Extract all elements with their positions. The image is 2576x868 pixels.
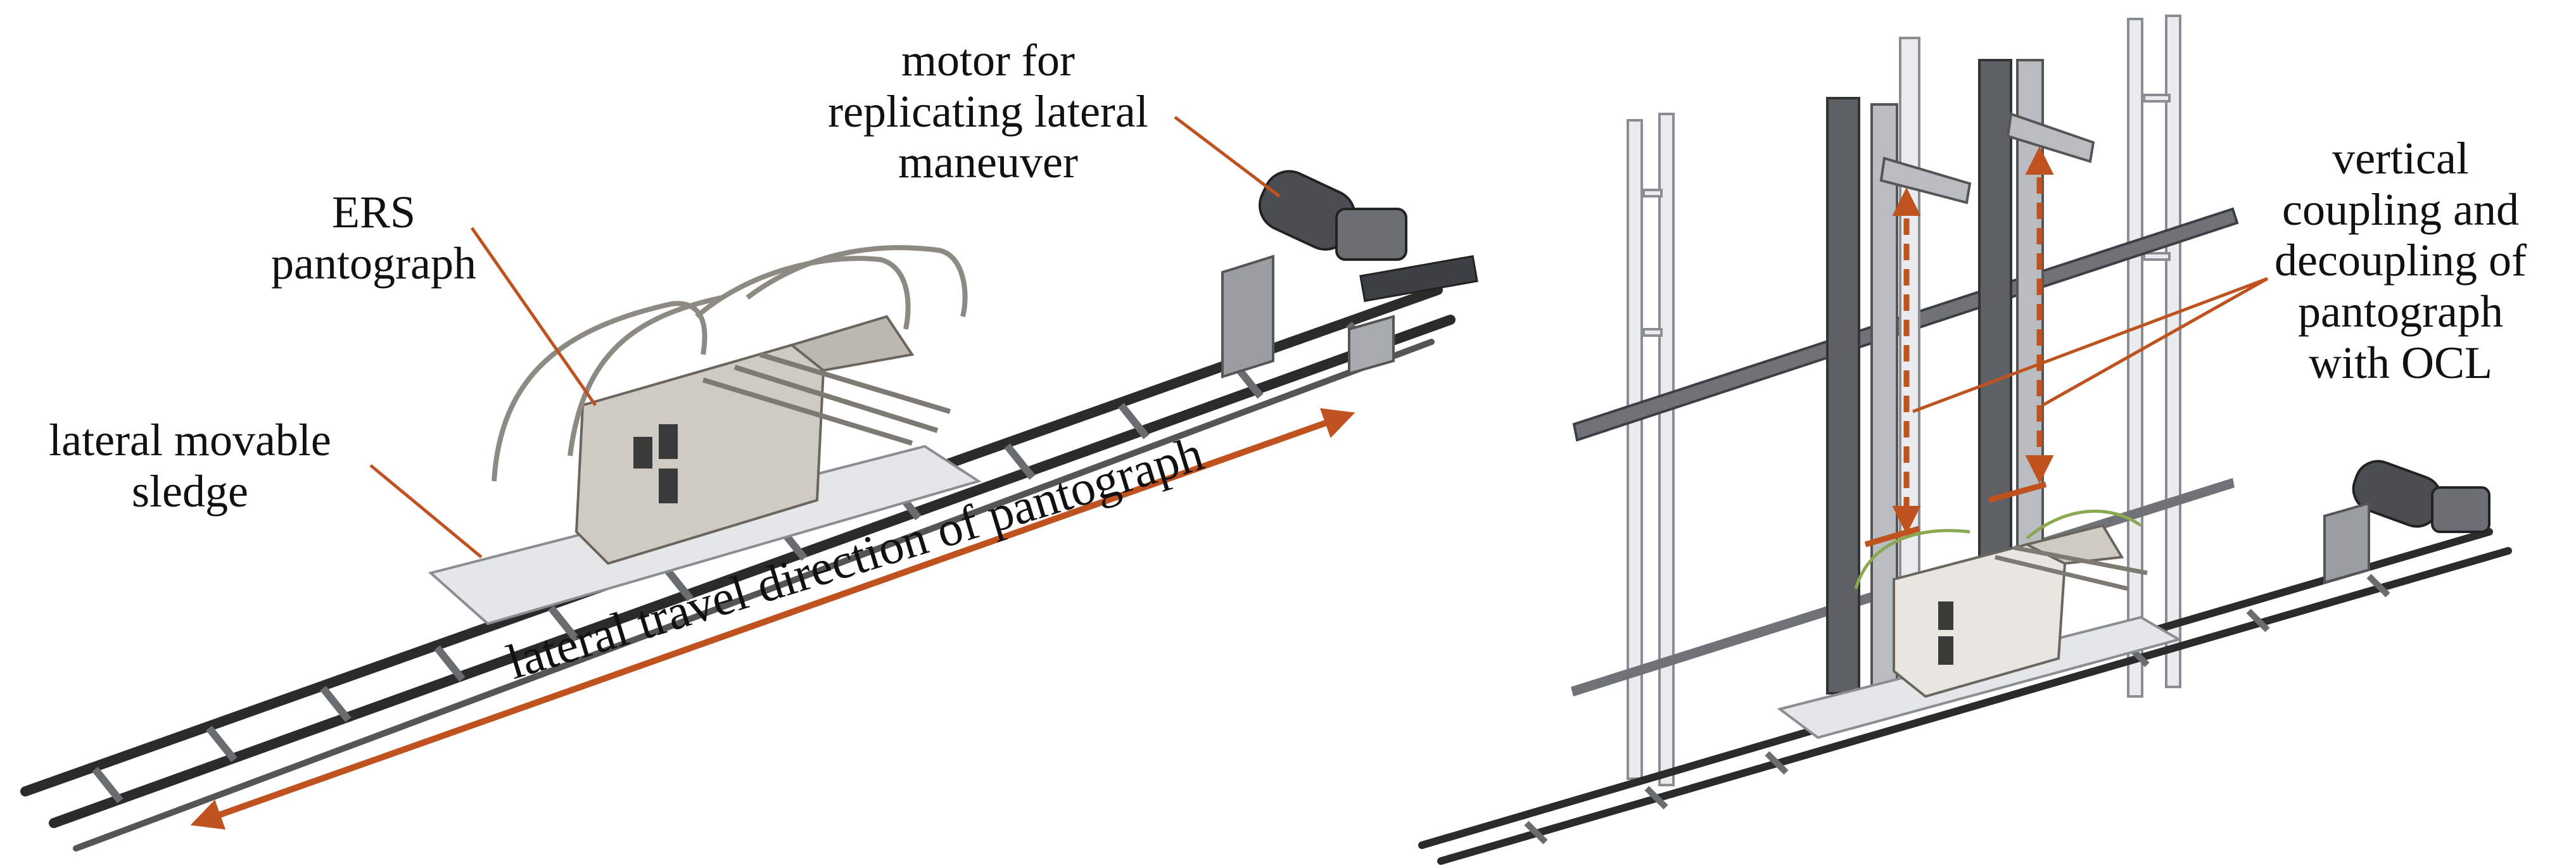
label-motor: motor for replicating lateral maneuver xyxy=(792,35,1184,188)
label-vertical-line-4: pantograph xyxy=(2298,286,2503,337)
label-vertical-line-5: with OCL xyxy=(2308,337,2492,388)
label-ers-line-2: pantograph xyxy=(271,237,476,289)
left-motor xyxy=(1259,170,1478,303)
label-motor-line-3: maneuver xyxy=(898,137,1078,188)
label-vertical-line-1: vertical xyxy=(2332,133,2469,184)
label-sledge: lateral movable sledge xyxy=(19,415,361,517)
left-annotation-leaders xyxy=(190,116,1355,830)
label-vertical-line-3: decoupling of xyxy=(2275,235,2527,286)
label-sledge-line-2: sledge xyxy=(132,465,248,517)
right-annotation-leaders xyxy=(1892,146,2269,534)
label-vertical-coupling: vertical coupling and decoupling of pant… xyxy=(2242,133,2559,388)
right-outer-frames xyxy=(1627,15,2181,786)
label-vertical-line-2: coupling and xyxy=(2282,184,2519,235)
label-motor-line-2: replicating lateral xyxy=(828,85,1148,137)
right-motor xyxy=(2323,460,2490,584)
label-sledge-line-1: lateral movable xyxy=(49,415,331,465)
label-ers-line-1: ERS xyxy=(331,187,416,237)
label-ers-pantograph: ERS pantograph xyxy=(241,187,507,289)
right-pantograph xyxy=(1854,510,2148,698)
left-end-frame xyxy=(1221,255,1395,379)
label-motor-line-1: motor for xyxy=(901,35,1075,85)
